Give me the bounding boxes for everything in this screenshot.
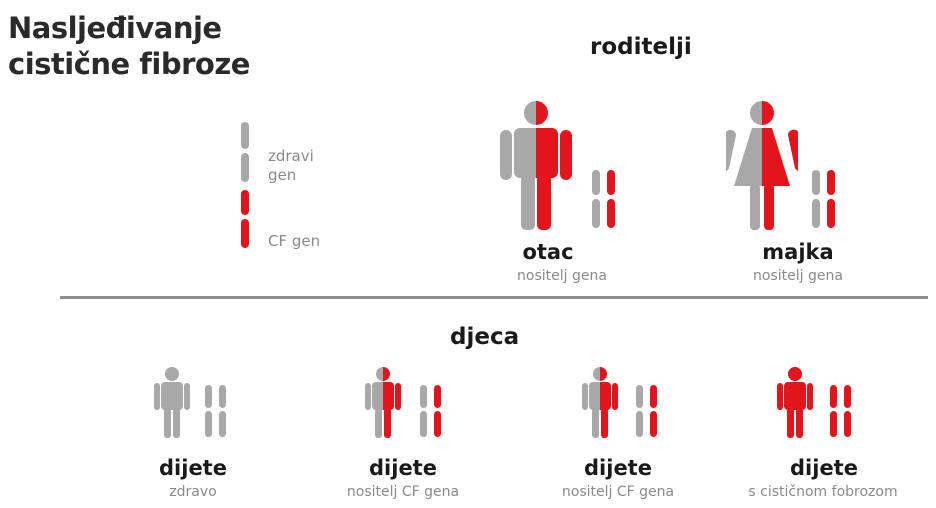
child-2-status: nositelj CF gena	[303, 484, 503, 500]
mother-status: nositelj gena	[698, 268, 898, 284]
child-4-label: dijete	[724, 456, 924, 480]
child-healthy-figure-icon	[154, 366, 190, 438]
father-figure-icon	[500, 100, 572, 230]
children-heading: djeca	[450, 324, 519, 350]
child-3-status: nositelj CF gena	[518, 484, 718, 500]
father-chromosomes-icon	[590, 170, 618, 228]
child-1-status: zdravo	[93, 484, 293, 500]
title-line-2: cistične fibroze	[8, 46, 250, 82]
child-carrier-2-chromosomes-icon	[634, 385, 660, 437]
child-carrier-figure-icon	[365, 366, 401, 438]
legend-healthy-line2: gen	[268, 166, 314, 185]
healthy-chromosome-icon	[238, 122, 252, 182]
page-title: Nasljeđivanje cistične fibroze	[8, 10, 250, 82]
divider	[60, 296, 928, 299]
child-2-label: dijete	[303, 456, 503, 480]
cf-chromosome-icon	[238, 190, 252, 248]
child-healthy-chromosomes-icon	[203, 385, 229, 437]
child-affected-chromosomes-icon	[828, 385, 854, 437]
legend-healthy-line1: zdravi	[268, 147, 314, 166]
child-4-status: s cističnom fobrozom	[716, 484, 930, 500]
father-label: otac	[448, 240, 648, 264]
father-status: nositelj gena	[462, 268, 662, 284]
legend-cf-label: CF gen	[268, 232, 320, 251]
child-affected-figure-icon	[777, 366, 813, 438]
legend-healthy-label: zdravi gen	[268, 147, 314, 185]
parents-heading: roditelji	[590, 34, 692, 60]
child-1-label: dijete	[93, 456, 293, 480]
mother-label: majka	[698, 240, 898, 264]
title-line-1: Nasljeđivanje	[8, 10, 250, 46]
mother-chromosomes-icon	[810, 170, 838, 228]
child-carrier-2-figure-icon	[582, 366, 618, 438]
child-carrier-chromosomes-icon	[418, 385, 444, 437]
child-3-label: dijete	[518, 456, 718, 480]
mother-figure-icon	[726, 100, 798, 230]
